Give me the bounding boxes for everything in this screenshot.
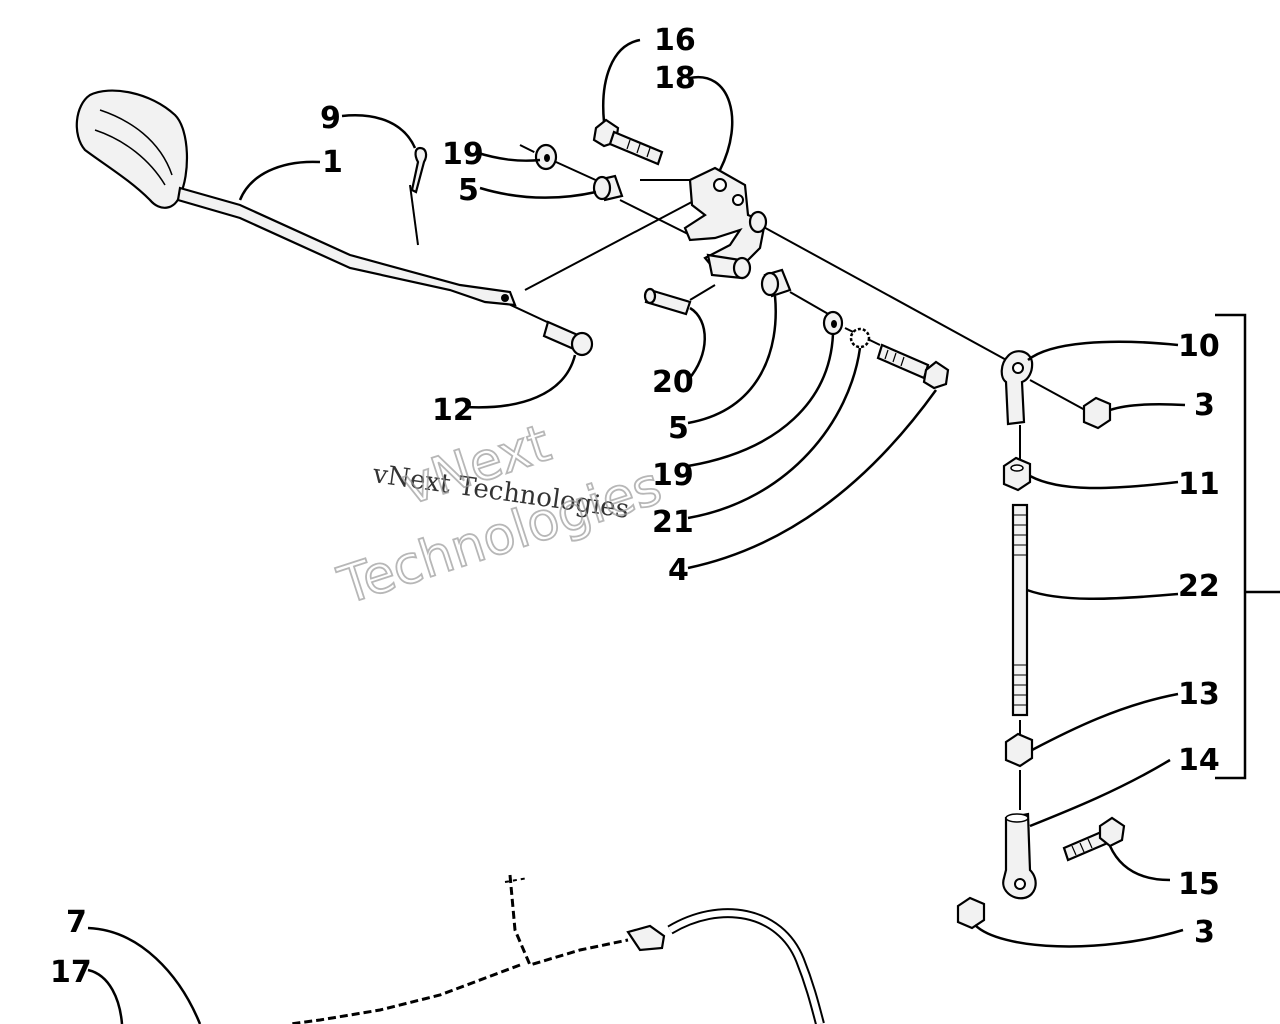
callout-4: 4	[668, 553, 689, 588]
callout-19-upper: 19	[442, 137, 484, 172]
shift-cable	[626, 908, 825, 1024]
leader-lines	[87, 38, 1186, 1024]
washer-upper	[534, 143, 558, 171]
callout-13: 13	[1178, 677, 1220, 712]
jam-nut-lower	[1004, 732, 1034, 768]
callout-14: 14	[1178, 743, 1220, 778]
pivot-bolt-top	[592, 118, 664, 166]
roll-pin	[643, 287, 692, 316]
callout-3-lower: 3	[1194, 915, 1215, 950]
hex-nut-upper	[1082, 396, 1112, 430]
callout-7: 7	[66, 905, 87, 940]
watermark: vNext Technologies vNext Technologies	[330, 412, 669, 617]
threaded-rod	[1011, 503, 1029, 717]
callout-12: 12	[432, 393, 474, 428]
star-lock-washer	[849, 327, 871, 349]
callout-21: 21	[652, 505, 694, 540]
rod-end-bolt	[1062, 816, 1126, 862]
wiring-harness	[289, 874, 629, 1024]
callout-20: 20	[652, 365, 694, 400]
callout-18: 18	[654, 61, 696, 96]
cotter-pin	[410, 146, 428, 194]
callout-10: 10	[1178, 329, 1220, 364]
callout-3-upper: 3	[1194, 388, 1215, 423]
callout-numbers: 16 18 9 1 19 5 12 20 5 19 21 4 10 3 11 2…	[50, 23, 1220, 990]
callout-16: 16	[654, 23, 696, 58]
callout-22: 22	[1178, 569, 1220, 604]
callout-11: 11	[1178, 467, 1220, 502]
bushing-lower	[760, 268, 792, 298]
callout-15: 15	[1178, 867, 1220, 902]
rod-end-lower	[1002, 812, 1037, 900]
lever-handle-grip	[75, 89, 188, 209]
clevis-pin	[542, 320, 594, 357]
rod-assembly-bracket	[1215, 313, 1280, 780]
callout-1: 1	[322, 145, 343, 180]
hex-nut-lower	[956, 896, 986, 930]
shift-lever-arm	[176, 186, 517, 307]
callout-17: 17	[50, 955, 92, 990]
callout-9: 9	[320, 101, 341, 136]
washer-lower	[822, 310, 844, 336]
pivot-bracket	[683, 166, 768, 280]
bushing-upper	[592, 174, 624, 202]
jam-nut-upper	[1002, 456, 1032, 492]
pivot-bolt-lower	[876, 343, 950, 390]
rod-end-upper	[1000, 350, 1034, 426]
callout-5-lower: 5	[668, 411, 689, 446]
callout-5-upper: 5	[458, 173, 479, 208]
callout-19-lower: 19	[652, 458, 694, 493]
